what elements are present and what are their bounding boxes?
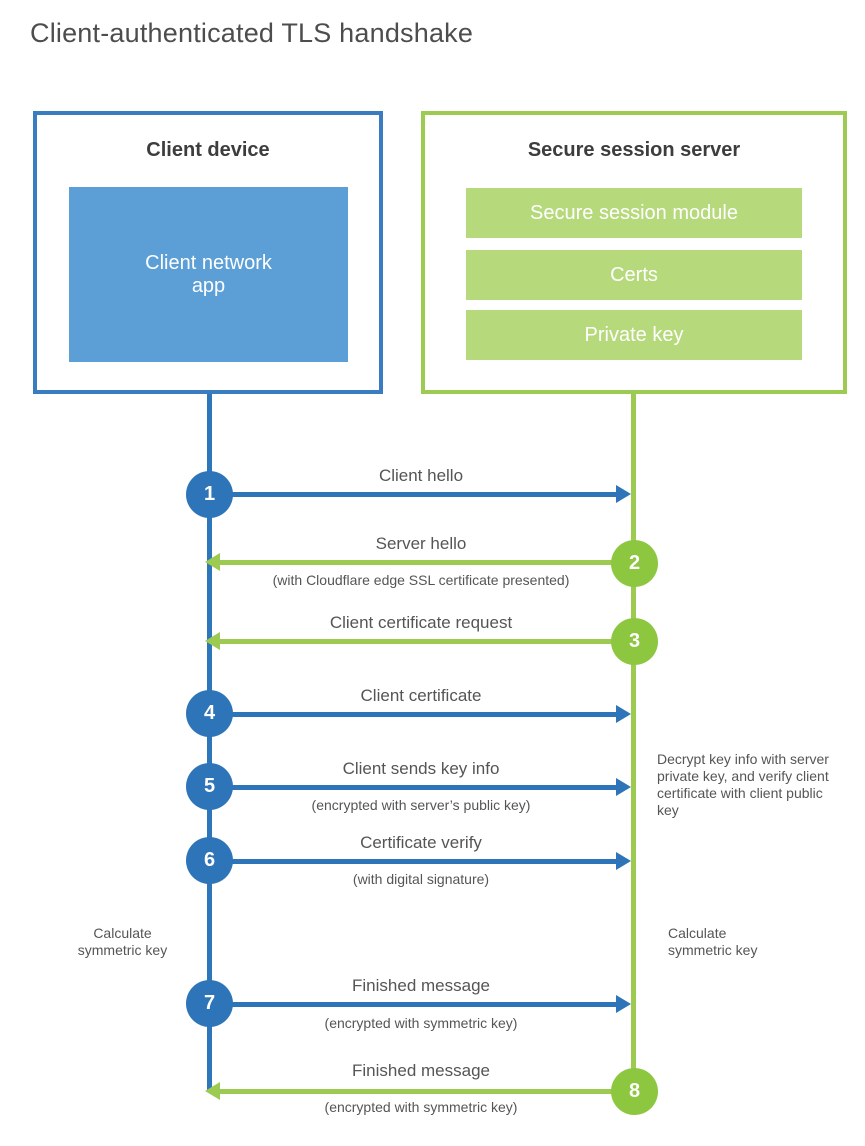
certs-bar: Certs — [466, 250, 802, 300]
page-title: Client-authenticated TLS handshake — [30, 18, 474, 48]
step-7-label: Finished message — [352, 976, 490, 995]
arrow-step-1 — [209, 485, 631, 503]
secure-session-module-bar: Secure session module — [466, 188, 802, 238]
step-6-sublabel: (with digital signature) — [352, 871, 490, 887]
arrowhead-right-icon — [616, 995, 631, 1013]
client-device-title: Client device — [146, 139, 270, 161]
step-3-label: Client certificate request — [329, 613, 513, 632]
step-1-badge: 1 — [186, 471, 233, 518]
arrow-step-6 — [209, 852, 631, 870]
arrow-step-4 — [209, 705, 631, 723]
step-1-label: Client hello — [378, 466, 464, 485]
private-key-bar: Private key — [466, 310, 802, 360]
arrow-step-7 — [209, 995, 631, 1013]
step-8-label: Finished message — [352, 1061, 490, 1080]
step-3-badge: 3 — [611, 618, 658, 665]
arrowhead-right-icon — [616, 778, 631, 796]
secure-session-server-box: Secure session server Secure session mod… — [421, 111, 847, 394]
client-lifeline — [207, 394, 212, 1090]
step-4-badge: 4 — [186, 690, 233, 737]
step-7-badge: 7 — [186, 980, 233, 1027]
arrowhead-left-icon — [205, 1082, 220, 1100]
step-8-sublabel: (encrypted with symmetric key) — [324, 1099, 518, 1115]
step-2-sublabel: (with Cloudflare edge SSL certificate pr… — [272, 572, 570, 588]
step-4-label: Client certificate — [360, 686, 482, 705]
client-network-app-label: Client network app — [145, 251, 272, 297]
client-calculate-symmetric-key-note: Calculate symmetric key — [77, 925, 168, 958]
step-2-label: Server hello — [375, 534, 467, 553]
step-7-sublabel: (encrypted with symmetric key) — [324, 1015, 518, 1031]
arrowhead-left-icon — [205, 553, 220, 571]
arrow-step-5 — [209, 778, 631, 796]
step-6-label: Certificate verify — [360, 833, 482, 852]
step-5-badge: 5 — [186, 763, 233, 810]
arrowhead-right-icon — [616, 485, 631, 503]
step-5-label: Client sends key info — [342, 759, 500, 778]
arrow-step-2 — [205, 553, 634, 571]
step-5-sublabel: (encrypted with server’s public key) — [311, 797, 531, 813]
client-device-box: Client device Client network app — [33, 111, 383, 394]
arrow-step-3 — [205, 632, 634, 650]
arrowhead-left-icon — [205, 632, 220, 650]
arrow-step-8 — [205, 1082, 634, 1100]
arrowhead-right-icon — [616, 705, 631, 723]
arrowhead-right-icon — [616, 852, 631, 870]
client-network-app-box: Client network app — [69, 187, 348, 362]
server-decrypt-note: Decrypt key info with server private key… — [657, 751, 829, 818]
step-6-badge: 6 — [186, 837, 233, 884]
server-lifeline — [631, 394, 636, 1094]
step-2-badge: 2 — [611, 540, 658, 587]
step-8-badge: 8 — [611, 1068, 658, 1115]
server-calculate-symmetric-key-note: Calculate symmetric key — [668, 925, 758, 958]
secure-session-server-title: Secure session server — [527, 139, 741, 161]
